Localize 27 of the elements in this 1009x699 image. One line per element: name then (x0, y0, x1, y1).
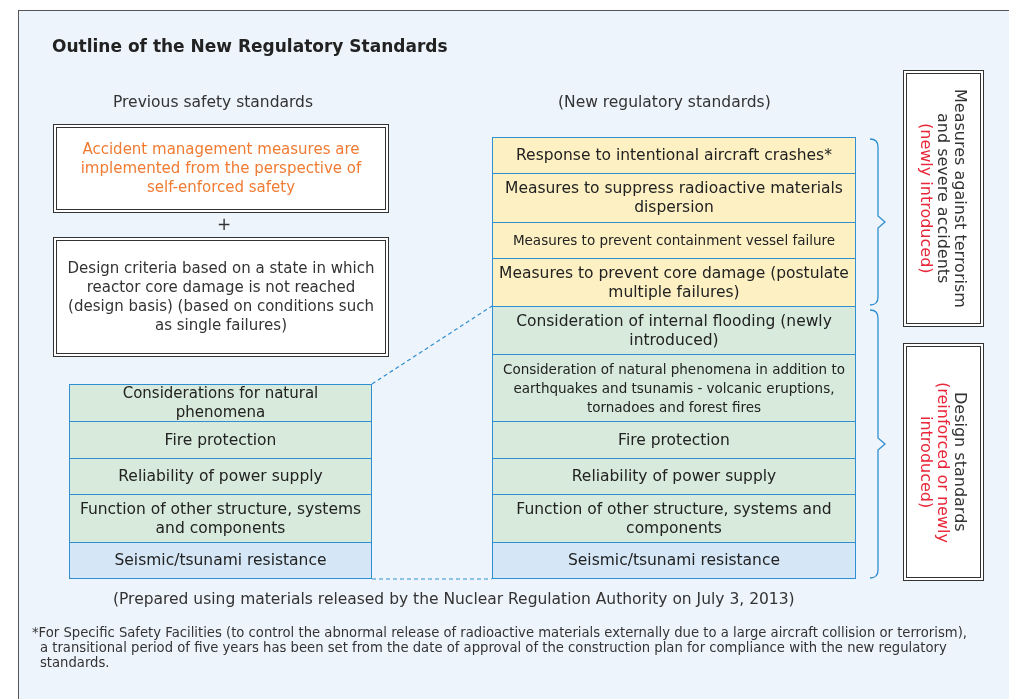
standard-row: Fire protection (69, 421, 372, 459)
source-note: (Prepared using materials released by the Nuclear Regulation Authority on July 3, 2013) (113, 590, 796, 608)
column-heading: Previous safety standards (113, 93, 314, 111)
standard-row: Measures to suppress radioactive materials dispersion (492, 173, 856, 223)
footnote: *For Specific Safety Facilities (to control the abnormal release of radioactive materials externally due to a large aircraft collision or terrorism), a transitional period of five years has been set from the date of approval of the construction plan for compliance with the new regulatory standards. (32, 625, 968, 670)
standard-row: Fire protection (492, 421, 856, 459)
standard-row: Considerations for natural phenomena (69, 384, 372, 422)
standard-row: Response to intentional aircraft crashes* (492, 137, 856, 174)
standard-row: Measures to prevent containment vessel failure (492, 222, 856, 259)
column-heading: (New regulatory standards) (558, 93, 772, 111)
standard-row: Seismic/tsunami resistance (69, 542, 372, 579)
diagram-title: Outline of the New Regulatory Standards (52, 36, 448, 56)
standard-row: Function of other structure, systems and components (69, 494, 372, 543)
standard-row: Measures to prevent core damage (postulate multiple failures) (492, 258, 856, 307)
dashed-connector (371, 305, 493, 385)
standard-row: Reliability of power supply (69, 458, 372, 495)
standard-row: Seismic/tsunami resistance (492, 542, 856, 579)
category-box: Measures against terrorism and severe accidents (newly introduced) (903, 70, 984, 327)
standard-row: Reliability of power supply (492, 458, 856, 495)
standard-box: Accident management measures are implemented from the perspective of self-enforced safety (53, 124, 389, 213)
standard-row: Consideration of natural phenomena in addition to earthquakes and tsunamis - volcanic eruptions, tornadoes and forest fires (492, 354, 856, 422)
category-box: Design standards (reinforced or newly introduced) (903, 343, 984, 581)
standard-row: Consideration of internal flooding (newly introduced) (492, 306, 856, 355)
plus-sign: + (215, 214, 233, 234)
dashed-connector (371, 578, 493, 580)
standard-box: Design criteria based on a state in which reactor core damage is not reached (design basis) (based on conditions such as single failures) (53, 237, 389, 357)
standard-row: Function of other structure, systems and components (492, 494, 856, 543)
